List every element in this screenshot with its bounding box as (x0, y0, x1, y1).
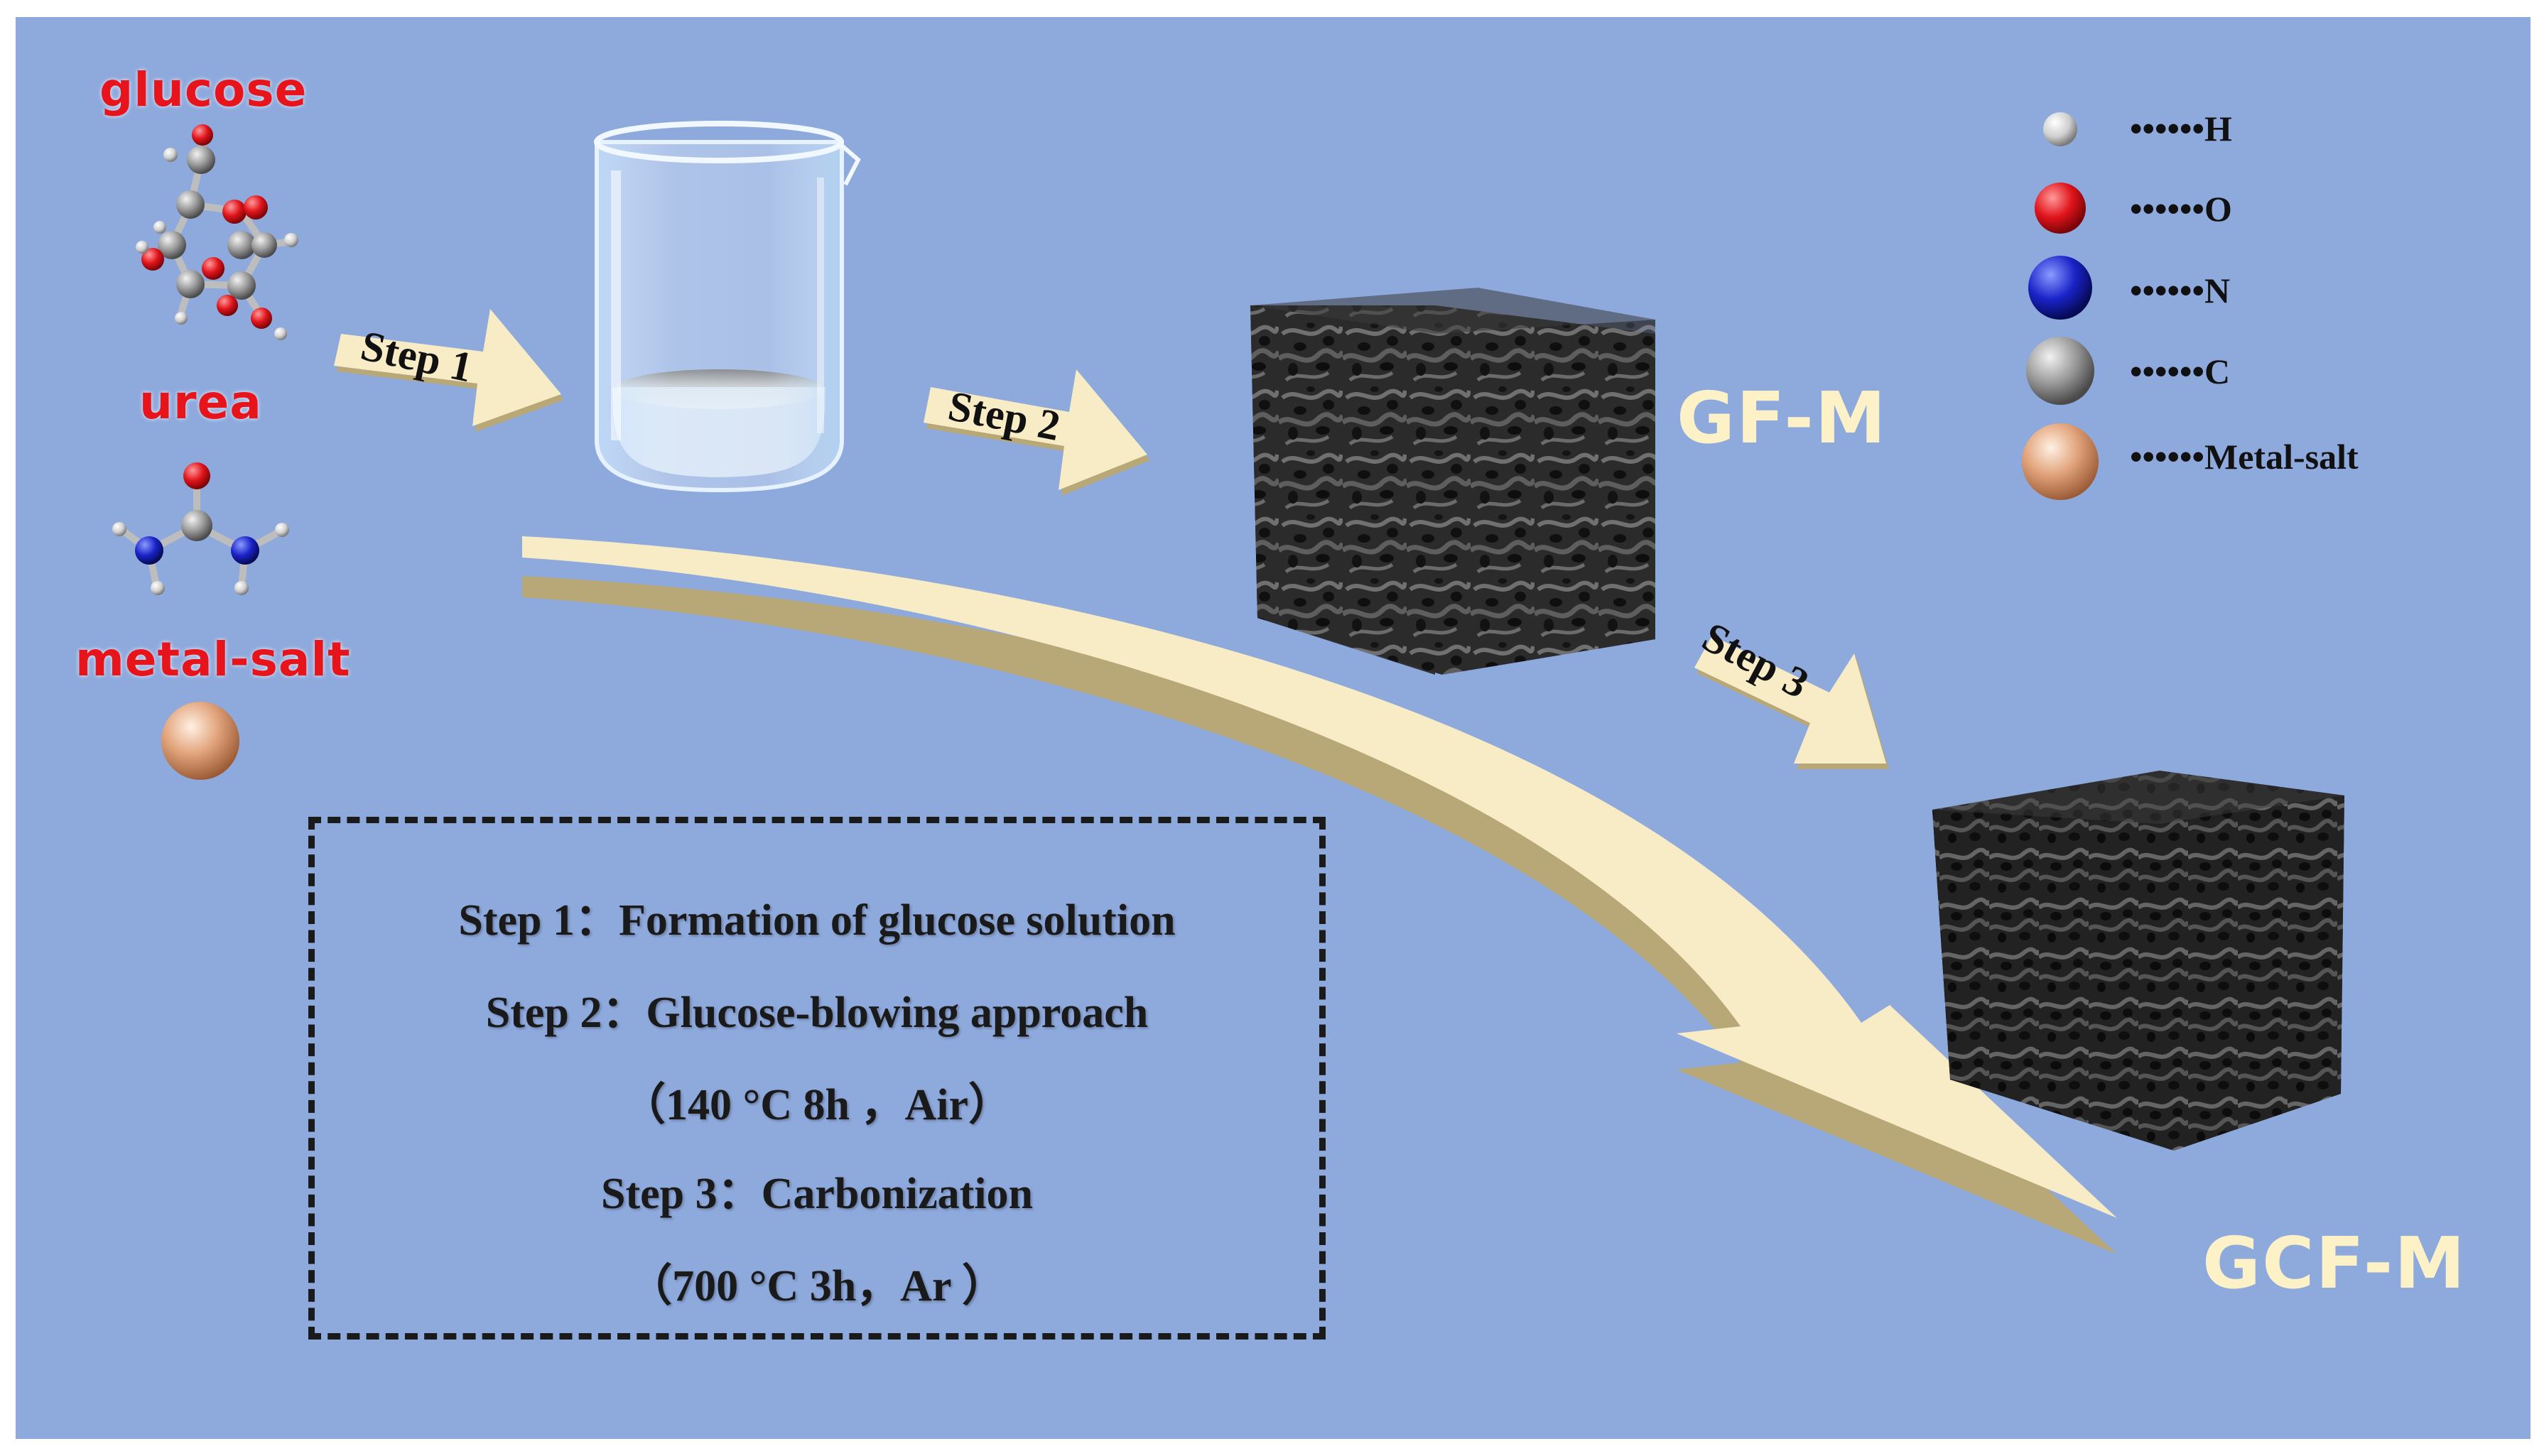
legend-o-label: ••••••O (2130, 189, 2232, 229)
legend-spheres (2022, 112, 2099, 500)
step2-conditions: （140 °C 8h ，Air） (621, 1081, 1013, 1129)
legend-h-label: ••••••H (2130, 109, 2232, 148)
legend-metal-salt-sphere (2022, 423, 2099, 500)
main-curved-arrow (522, 536, 2117, 1254)
reagent-glucose-label: glucose (99, 63, 308, 117)
steps-description-box: Step 1：Formation of glucose solution Ste… (308, 817, 1326, 1340)
step1-description: Step 1：Formation of glucose solution (458, 896, 1176, 945)
gcf-m-foam-cube (1932, 771, 2344, 1151)
beaker (594, 121, 861, 493)
metal-salt-sphere (161, 702, 239, 780)
legend-h-sphere (2043, 112, 2077, 146)
legend-o-sphere (2035, 183, 2086, 234)
product-gcf-m-label: GCF-M (2202, 1222, 2467, 1305)
step3-conditions: （700 °C 3h，Ar ） (628, 1262, 1006, 1310)
legend-c-sphere (2026, 337, 2094, 405)
step3-arrow: Step 3 (1694, 613, 1889, 769)
step3-description: Step 3：Carbonization (601, 1170, 1033, 1218)
legend-n-label: ••••••N (2130, 271, 2231, 310)
legend-c-label: ••••••C (2130, 352, 2231, 391)
step1-arrow: Step 1 (334, 309, 564, 432)
legend-n-sphere (2028, 256, 2092, 320)
product-gf-m-label: GF-M (1677, 376, 1888, 460)
step2-description: Step 2：Glucose-blowing approach (485, 989, 1149, 1037)
glucose-molecule (136, 124, 298, 340)
gf-m-foam-cube (1250, 288, 1655, 675)
legend-metal-salt-label: ••••••Metal-salt (2130, 437, 2359, 477)
reagent-metal-salt-label: metal-salt (75, 632, 351, 687)
urea-molecule (112, 462, 289, 595)
reagent-urea-label: urea (139, 375, 262, 430)
